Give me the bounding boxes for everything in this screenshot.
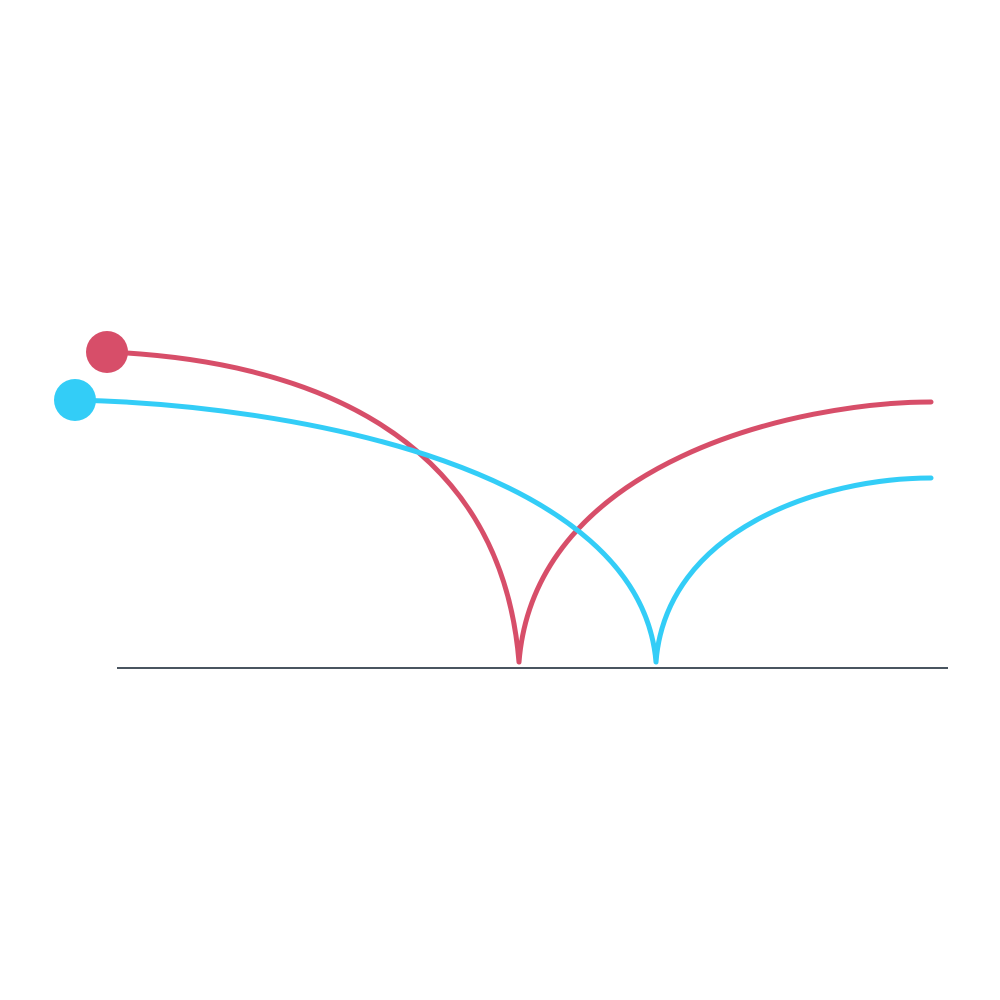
blue-ball	[54, 379, 96, 421]
blue-ball-trajectory	[72, 397, 934, 665]
red-ball-trajectory	[104, 349, 934, 665]
red-ball	[86, 331, 128, 373]
